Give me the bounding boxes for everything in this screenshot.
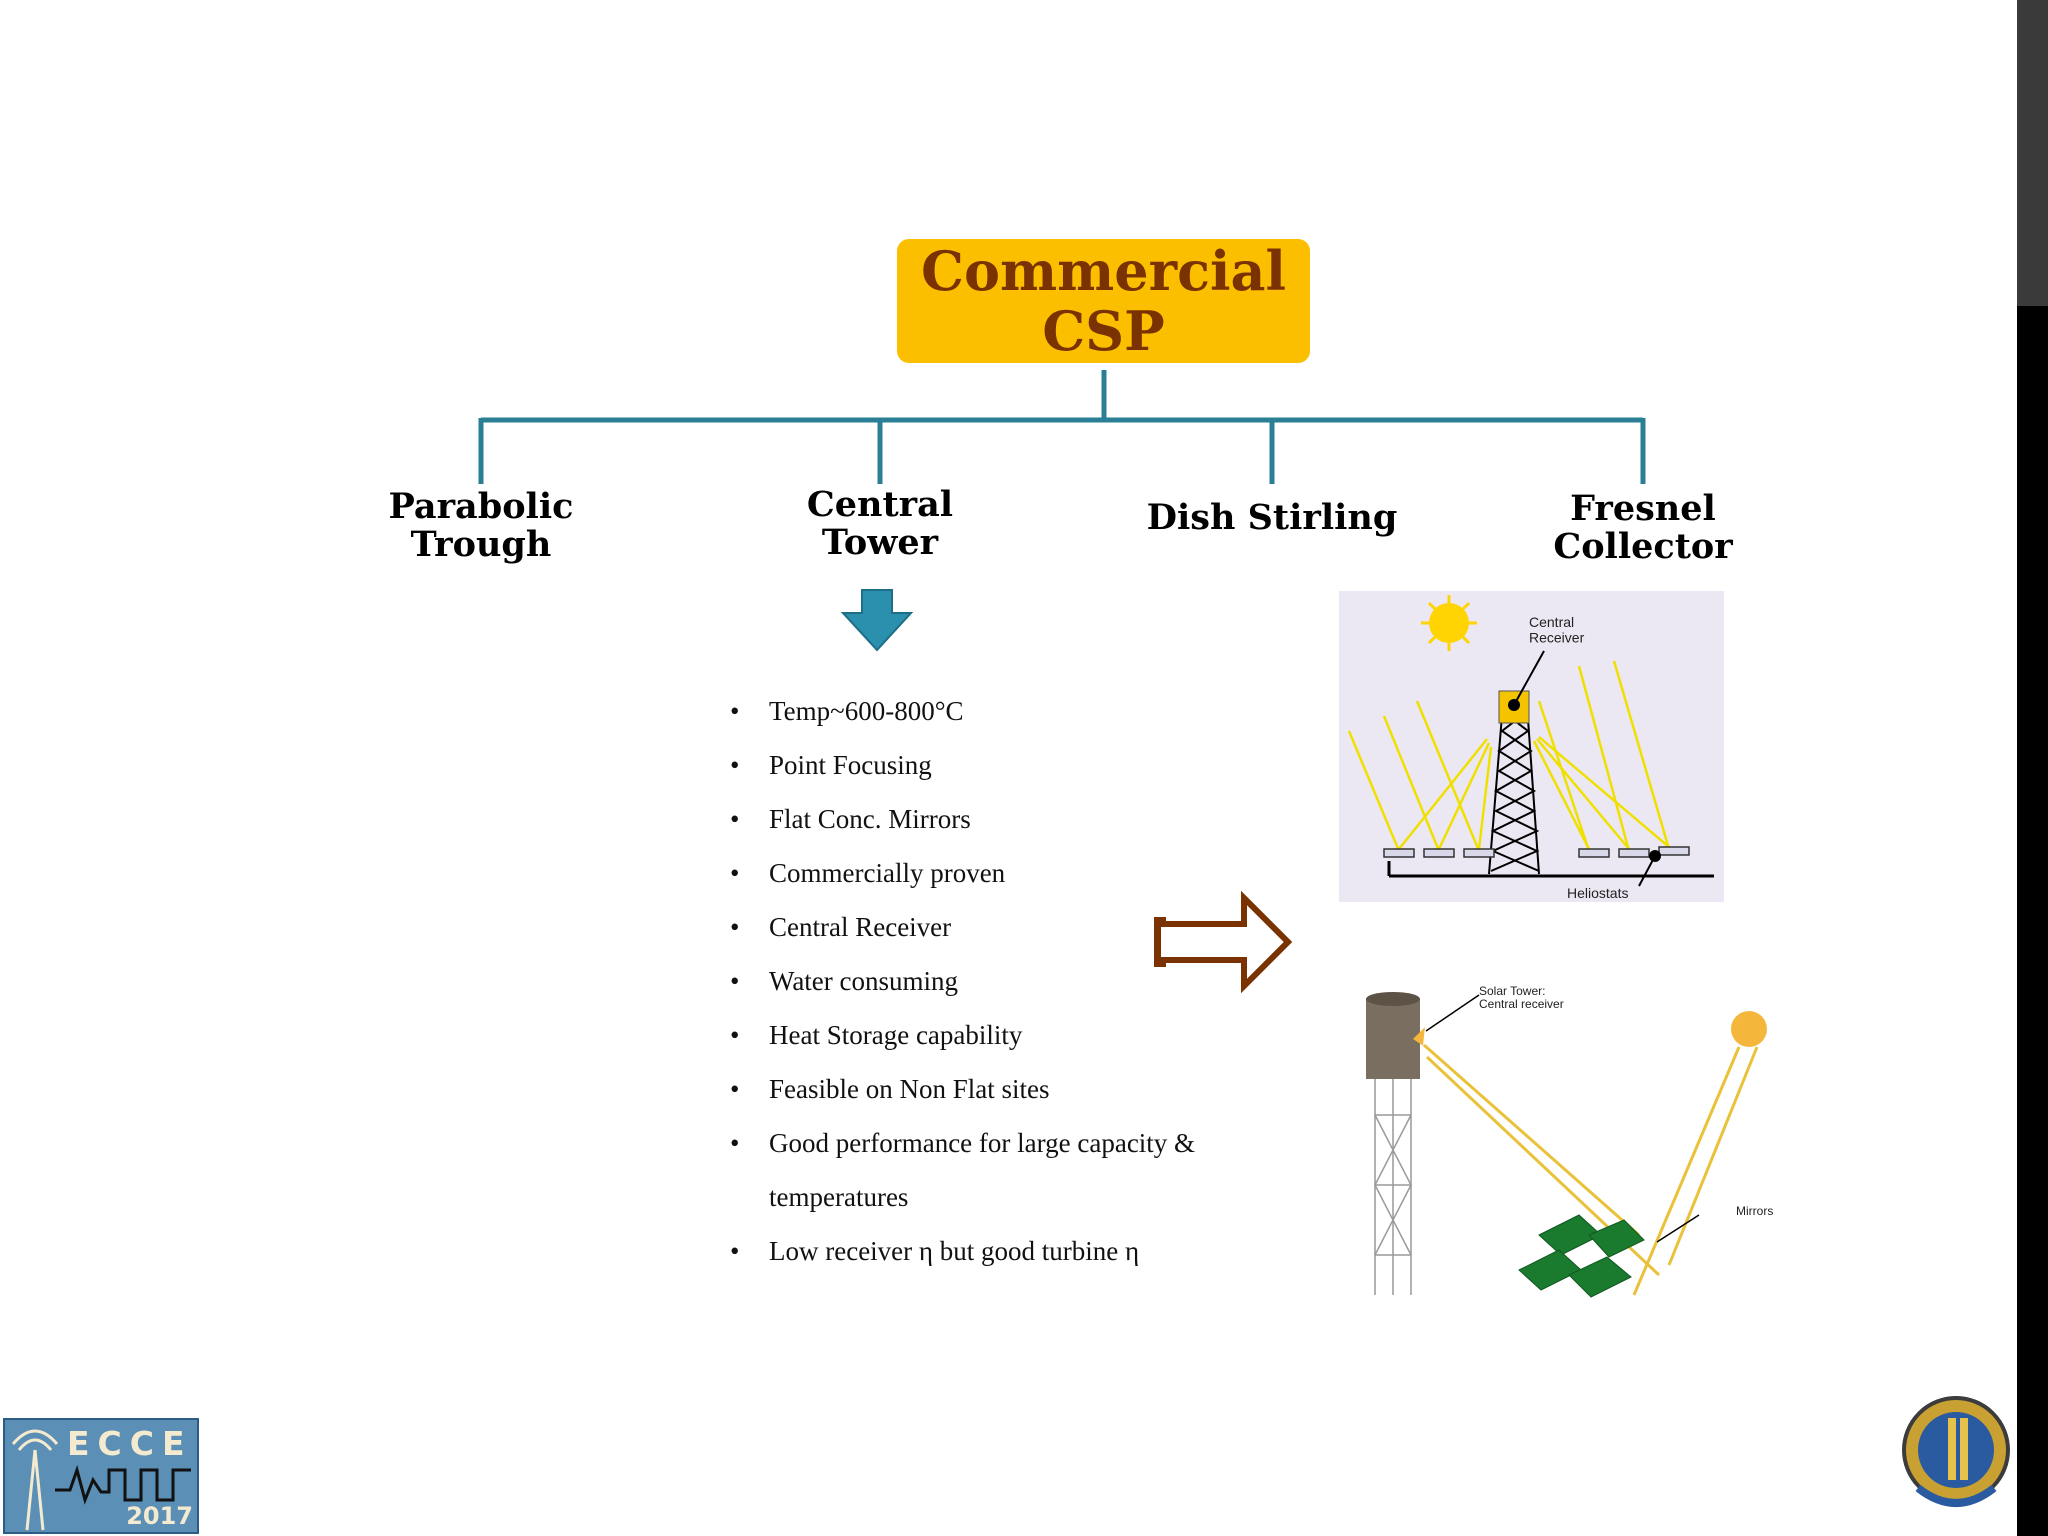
bullet-dot: •: [730, 966, 740, 996]
label-heliostats: Heliostats: [1567, 885, 1628, 901]
root-node-commercial-csp: Commercial CSP: [897, 239, 1310, 363]
connector-lines: [478, 370, 1646, 484]
list-item: •Heat Storage capability: [720, 1008, 1280, 1062]
list-item: •Water consuming: [720, 954, 1280, 1008]
label-mirrors: Mirrors: [1736, 1204, 1773, 1218]
heliostats-row: [1383, 846, 1690, 858]
bullet-dot: •: [730, 1074, 740, 1104]
bullet-dot: •: [730, 750, 740, 780]
list-item: •Flat Conc. Mirrors: [720, 792, 1280, 846]
bullet-dot: •: [730, 1236, 740, 1266]
tower-mirrors-drawing: Solar Tower: Central receiver Mirrors: [1366, 984, 1773, 1298]
mirrors-array: [1518, 1214, 1645, 1298]
category-fresnel-collector: Fresnel Collector: [1553, 488, 1733, 567]
logo-year: 2017: [126, 1502, 193, 1530]
sun-icon: [1421, 595, 1477, 651]
central-tower-features-list: •Temp~600-800°C •Point Focusing •Flat Co…: [720, 684, 1280, 1278]
central-receiver-illustration: Central Receiver Heliostats: [1339, 591, 1724, 902]
tower-body: [1366, 992, 1420, 1295]
down-arrow-icon: [840, 589, 914, 652]
bullet-dot: •: [730, 858, 740, 888]
list-item: •Feasible on Non Flat sites: [720, 1062, 1280, 1116]
list-item: •Point Focusing: [720, 738, 1280, 792]
category-parabolic-trough: Parabolic Trough: [388, 486, 574, 565]
scrollbar-thumb[interactable]: [2017, 0, 2048, 306]
sun-icon: [1731, 1011, 1767, 1047]
right-arrow-icon: [1154, 890, 1293, 994]
list-item: •Good performance for large capacity & t…: [720, 1116, 1280, 1224]
category-central-tower: Central Tower: [806, 484, 954, 563]
label-solar-tower: Solar Tower: Central receiver: [1479, 984, 1564, 1011]
list-item: •Low receiver η but good turbine η: [720, 1224, 1280, 1278]
solar-tower-mirrors-illustration: Solar Tower: Central receiver Mirrors: [1339, 965, 1799, 1335]
university-crest-icon: [1902, 1396, 2010, 1507]
list-item: •Commercially proven: [720, 846, 1280, 900]
root-node-label: Commercial CSP: [921, 239, 1286, 363]
bullet-dot: •: [730, 696, 740, 726]
heliostat-field-drawing: Central Receiver Heliostats: [1347, 595, 1714, 901]
ecce-logo: ECCE 2017: [3, 1418, 199, 1534]
bullet-dot: •: [730, 804, 740, 834]
label-central-receiver: Central Receiver: [1529, 614, 1585, 645]
logo-word: ECCE: [67, 1424, 193, 1463]
antenna-icon: [11, 1429, 191, 1531]
category-dish-stirling: Dish Stirling: [1146, 497, 1398, 538]
bullet-dot: •: [730, 1020, 740, 1050]
bullet-dot: •: [730, 1128, 740, 1158]
bullet-dot: •: [730, 912, 740, 942]
list-item: •Temp~600-800°C: [720, 684, 1280, 738]
ground-line: [1387, 861, 1714, 878]
list-item: •Central Receiver: [720, 900, 1280, 954]
